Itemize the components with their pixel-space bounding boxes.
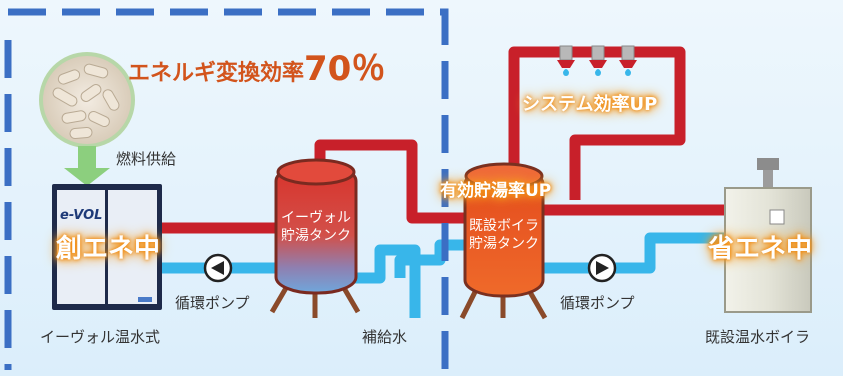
evol-storage-tank xyxy=(269,158,361,318)
circulation-pump-left-icon xyxy=(203,253,233,283)
evol-tank-label-line2: 貯湯タンク xyxy=(281,227,351,244)
pump-right-label: 循環ポンプ xyxy=(560,294,635,312)
save-energy-callout: 省エネ中 xyxy=(708,234,813,264)
fuel-supply-label: 燃料供給 xyxy=(116,150,177,168)
hot-water-pipes xyxy=(160,46,730,234)
evol-tank-label-line1: イーヴォル xyxy=(281,210,351,226)
boiler-tank-label-line2: 貯湯タンク xyxy=(469,235,539,252)
sprinkler-heads xyxy=(557,45,637,76)
evol-heater-label: イーヴォル温水式 xyxy=(40,328,161,346)
fuel-pellets-image xyxy=(39,52,135,148)
create-energy-callout: 創エネ中 xyxy=(56,234,161,264)
evol-tank-label: イーヴォル 貯湯タンク xyxy=(278,210,354,245)
fuel-feed-arrow-icon xyxy=(64,146,110,186)
storage-efficiency-callout: 有効貯湯率UP xyxy=(440,181,552,201)
makeup-water-label: 補給水 xyxy=(362,328,408,346)
evol-system-boundary xyxy=(4,8,449,370)
pump-left-label: 循環ポンプ xyxy=(175,294,250,312)
efficiency-title-text: エネルギ変換効率 xyxy=(128,61,305,86)
efficiency-title-value: 70％ xyxy=(304,49,386,89)
system-efficiency-callout: システム効率UP xyxy=(522,94,658,115)
boiler-tank-label-line1: 既設ボイラ xyxy=(469,218,539,234)
boiler-storage-tank xyxy=(459,162,548,320)
circulation-pump-right-icon xyxy=(587,253,617,283)
existing-boiler-unit xyxy=(724,158,812,313)
boiler-tank-label: 既設ボイラ 貯湯タンク xyxy=(466,218,542,253)
evol-heater-unit xyxy=(52,184,162,310)
existing-boiler-label: 既設温水ボイラ xyxy=(705,328,811,346)
efficiency-title: エネルギ変換効率70％ xyxy=(128,52,385,86)
evol-logo: e-VOL xyxy=(60,208,103,223)
